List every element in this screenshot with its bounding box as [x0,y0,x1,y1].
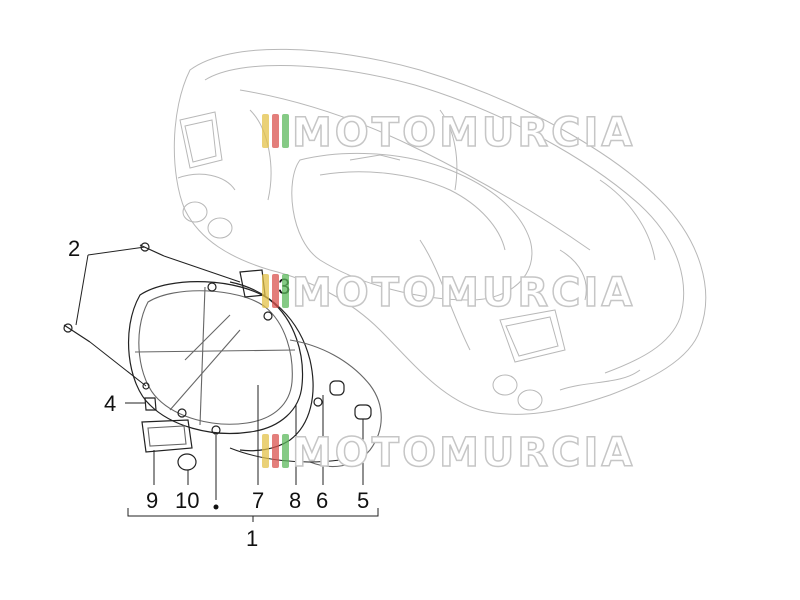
watermark-middle: MOTOMURCIA [262,269,635,317]
watermark-stripe-yellow [262,114,269,148]
bulb-part-6 [329,380,345,396]
callout-10: 10 [175,488,199,513]
callout-6: 6 [316,488,328,513]
cap-part-10 [177,453,197,471]
bulb-part-5 [354,404,372,420]
clip-part-3 [239,269,266,298]
callout-2: 2 [68,236,80,261]
watermark-stripe-yellow [262,274,269,308]
callout-7: 7 [252,488,264,513]
callout-4: 4 [104,391,116,416]
watermark-stripe-red [272,274,279,308]
instrument-cluster-drawing [127,281,382,467]
pin-part-4 [144,397,157,411]
screw-upper [139,242,165,257]
watermark-stripe-red [272,434,279,468]
screw-lower [63,323,91,343]
watermark-stripe-green [282,434,289,468]
handlebar-cover-drawing [173,48,707,415]
callout-numbers: 2 3 4 9 10 7 8 6 5 1 [68,236,369,551]
callout-9: 9 [146,488,158,513]
watermark-bottom: MOTOMURCIA [262,429,635,477]
watermark-stripe-green [282,114,289,148]
watermark-top: MOTOMURCIA [262,109,635,157]
callout-1: 1 [246,526,258,551]
watermark-stripe-green [282,274,289,308]
watermark-stripe-red [272,114,279,148]
callout-8: 8 [289,488,301,513]
watermark-text: MOTOMURCIA [292,270,635,316]
watermark-text: MOTOMURCIA [292,110,635,156]
light-lens-part-9 [141,419,193,453]
reference-dot [213,504,219,510]
watermark-text: MOTOMURCIA [292,430,635,476]
leader-lines [75,246,379,522]
callout-5: 5 [357,488,369,513]
watermark-stripe-yellow [262,434,269,468]
